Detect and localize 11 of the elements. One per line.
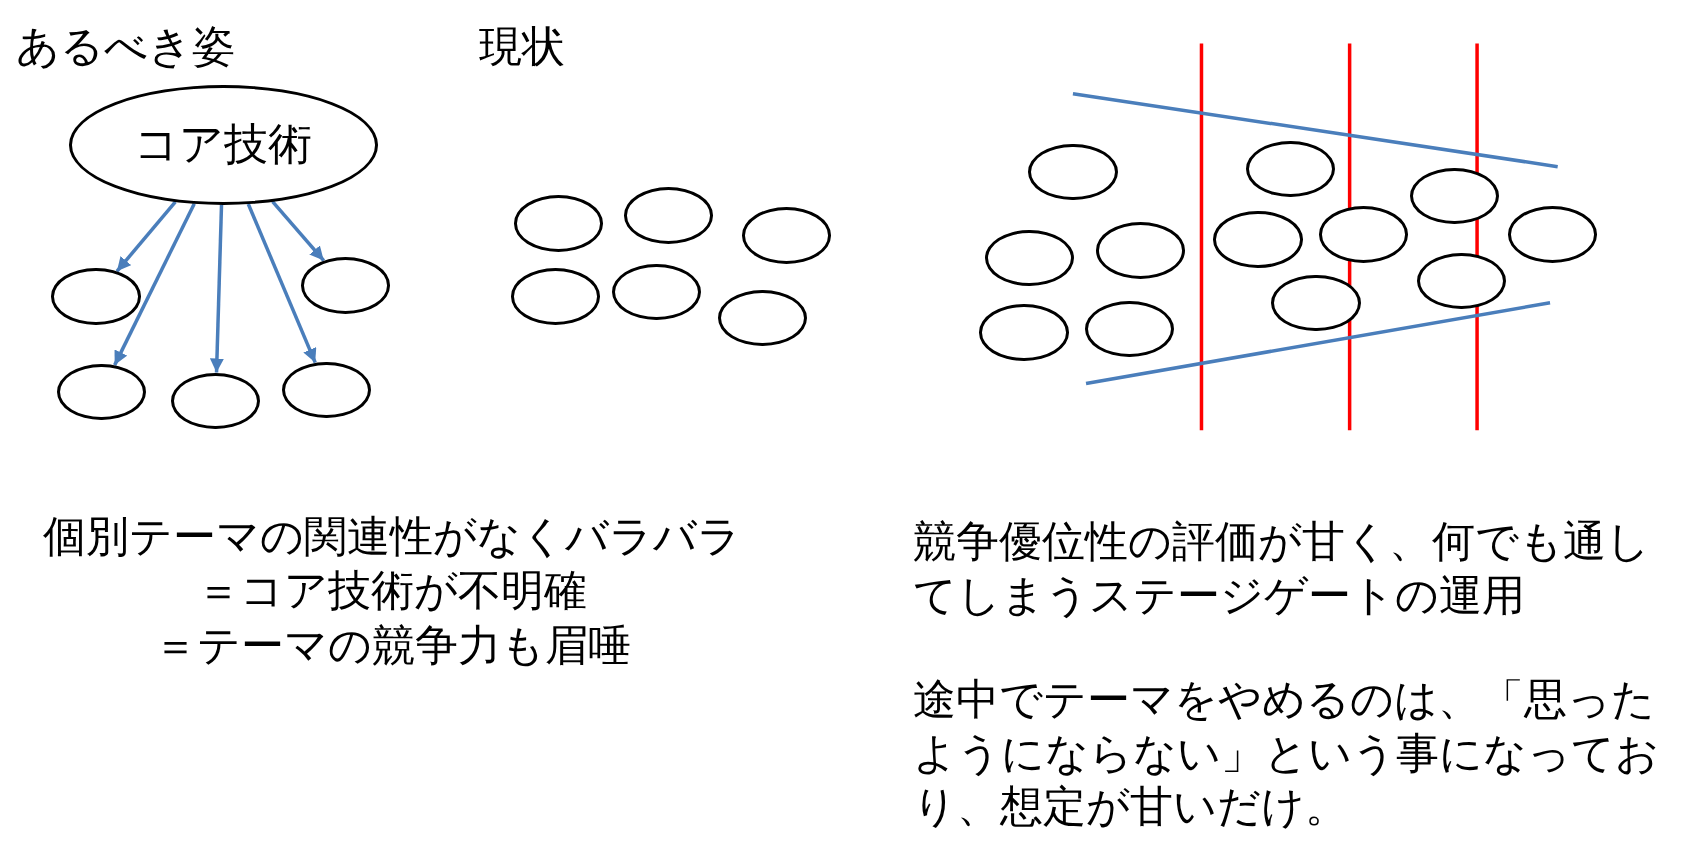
caption-text: 個別テーマの関連性がなくバラバラ xyxy=(42,509,743,563)
caption-text: ＝テーマの競争力も眉唾 xyxy=(152,618,632,672)
note-text: 競争優位性の評価が甘く、何でも通してしまうステージゲートの運用 xyxy=(912,515,1651,622)
arrow xyxy=(246,203,317,364)
theme-ellipse xyxy=(51,267,141,325)
section-heading: 現状 xyxy=(479,19,566,73)
note-text: 途中でテーマをやめるのは、「思ったようにならない」という事になっており、想定が甘いだけ。 xyxy=(912,673,1660,833)
section-heading: あるべき姿 xyxy=(16,19,236,73)
caption-text: ＝コア技術が不明確 xyxy=(196,564,589,618)
core-technology-ellipse: コア技術 xyxy=(68,84,378,205)
arrow xyxy=(209,204,224,373)
